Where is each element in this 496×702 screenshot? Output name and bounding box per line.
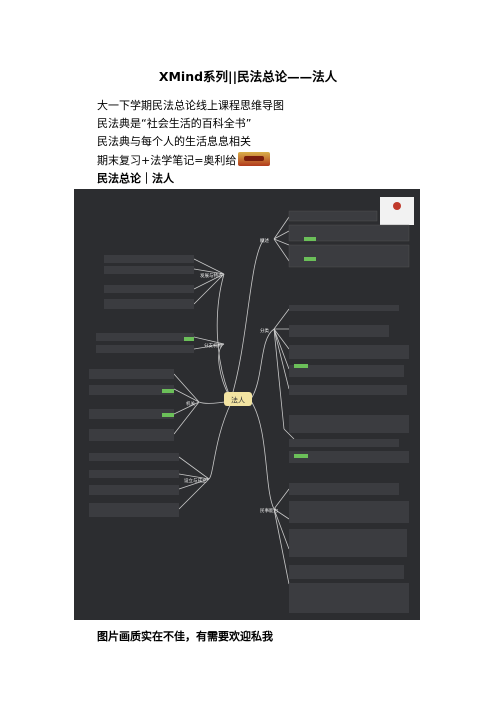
section-heading: 民法总论｜法人 bbox=[97, 172, 174, 185]
branch-capacity: 民事能力 bbox=[260, 507, 278, 514]
branch-classification: 分类 bbox=[260, 327, 269, 334]
mindmap-image: 法人 概述 分类 民事能力 发展与特点 分支机构 机关 设立与成立 bbox=[74, 189, 420, 620]
document-title: XMind系列||民法总论——法人 bbox=[158, 69, 338, 84]
intro-line-4-text: 期末复习+法学笔记=奥利给 bbox=[97, 154, 237, 167]
logo-badge bbox=[380, 197, 414, 225]
intro-line-3: 民法典与每个人的生活息息相关 bbox=[97, 135, 251, 148]
center-node bbox=[224, 392, 252, 406]
branch-organs: 机关 bbox=[186, 400, 195, 407]
branch-branches: 分支机构 bbox=[204, 342, 222, 349]
sticker-image bbox=[238, 152, 271, 166]
branch-development: 发展与特点 bbox=[200, 272, 223, 279]
logo-icon bbox=[393, 202, 401, 210]
capacity-details bbox=[289, 483, 409, 613]
mindmap-canvas: 法人 概述 分类 民事能力 发展与特点 分支机构 机关 设立与成立 bbox=[89, 197, 414, 613]
intro-line-2: 民法典是“社会生活的百科全书” bbox=[97, 117, 252, 130]
center-node-label: 法人 bbox=[231, 396, 245, 405]
branch-overview: 概述 bbox=[260, 237, 269, 244]
left-details bbox=[89, 255, 194, 517]
intro-line-1: 大一下学期民法总论线上课程思维导图 bbox=[97, 99, 284, 112]
branch-establishment: 设立与成立 bbox=[184, 477, 207, 484]
intro-line-4: 期末复习+法学笔记=奥利给 bbox=[97, 152, 271, 168]
classification-details bbox=[289, 305, 409, 463]
caption-text: 图片画质实在不佳，有需要欢迎私我 bbox=[97, 630, 273, 643]
overview-details bbox=[288, 210, 410, 268]
